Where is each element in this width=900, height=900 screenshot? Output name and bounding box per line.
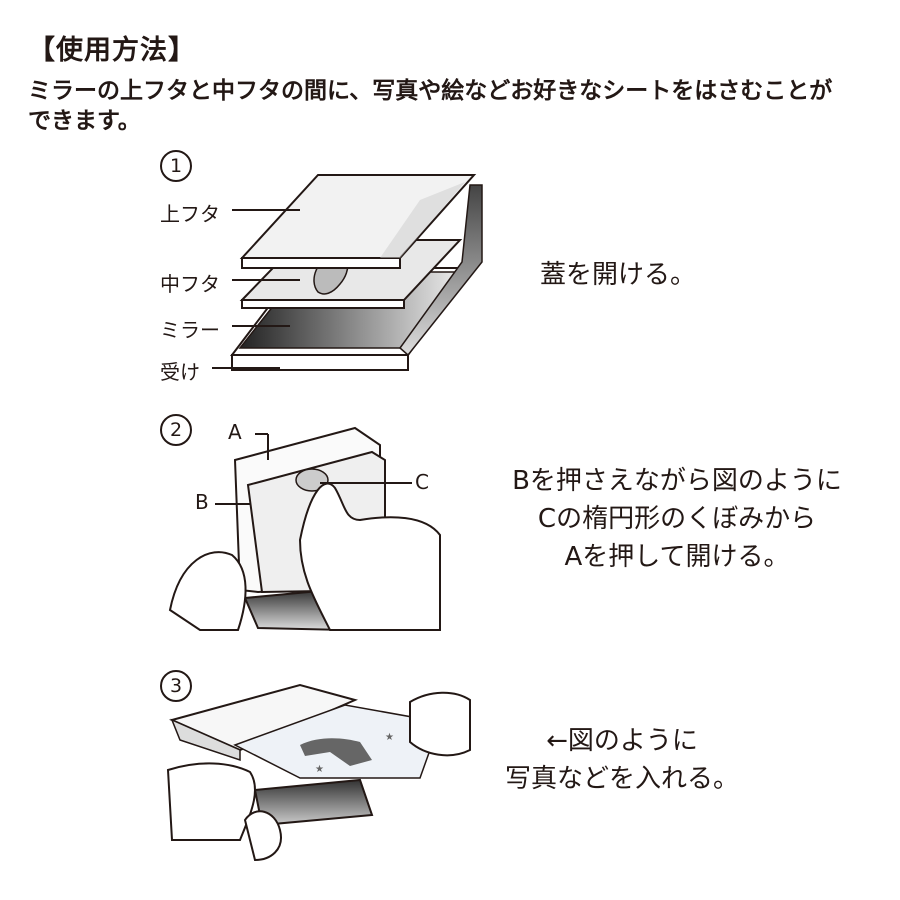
step-3-line-1: ←図のように bbox=[546, 726, 698, 756]
bottom-hand-3 bbox=[243, 810, 282, 862]
label-a: A bbox=[228, 420, 242, 444]
intro-text: ミラーの上フタと中フタの間に、写真や絵などお好きなシートをはさむことが できます… bbox=[28, 76, 878, 136]
middle-lid-edge bbox=[241, 299, 405, 309]
left-hand-3 bbox=[166, 762, 256, 841]
middle-lid bbox=[239, 239, 463, 301]
top-lid-3 bbox=[169, 683, 359, 752]
middle-lid-b bbox=[246, 450, 386, 594]
step-3-description: ←図のように 写真などを入れる。 bbox=[505, 722, 739, 798]
intro-line-2: できます。 bbox=[28, 108, 141, 134]
hinge-side bbox=[398, 184, 483, 357]
base-tray bbox=[229, 267, 472, 356]
step-2-line-1: Bを押さえながら図のように bbox=[512, 466, 842, 496]
label-mirror: ミラー bbox=[160, 318, 220, 342]
step-1-description: 蓋を開ける。 bbox=[540, 260, 697, 290]
step-2-line-2: Cの楕円形のくぼみから bbox=[537, 504, 817, 534]
right-hand bbox=[298, 482, 441, 631]
step-1-number: 1 bbox=[160, 150, 192, 182]
step-2-description: Bを押さえながら図のように Cの楕円形のくぼみから Aを押して開ける。 bbox=[462, 462, 892, 576]
label-base: 受け bbox=[160, 360, 200, 384]
finger-recess bbox=[313, 253, 349, 295]
top-lid-edge bbox=[241, 257, 401, 269]
photo-sheet bbox=[233, 704, 442, 779]
left-hand bbox=[168, 551, 247, 631]
top-lid bbox=[239, 174, 477, 259]
label-b: B bbox=[195, 490, 209, 514]
right-hand-3 bbox=[409, 691, 471, 757]
step-3-number: 3 bbox=[160, 670, 192, 702]
lid-a bbox=[233, 426, 381, 594]
top-lid-shade bbox=[380, 182, 465, 258]
step-2-line-3: Aを押して開ける。 bbox=[564, 542, 790, 572]
mirror-tray-3 bbox=[253, 778, 374, 827]
mirror-tray bbox=[243, 588, 347, 632]
intro-line-1: ミラーの上フタと中フタの間に、写真や絵などお好きなシートをはさむことが bbox=[28, 78, 833, 104]
svg-text:★: ★ bbox=[315, 764, 324, 775]
photo-figure bbox=[300, 738, 372, 766]
oval-recess-c bbox=[295, 468, 329, 492]
base-front bbox=[231, 354, 409, 371]
svg-text:★: ★ bbox=[385, 732, 394, 743]
mirror-plate bbox=[238, 271, 464, 349]
label-middle-lid: 中フタ bbox=[160, 272, 220, 296]
lid-side-3 bbox=[170, 718, 241, 762]
step-3-line-2: 写真などを入れる。 bbox=[505, 764, 740, 794]
step-2-number: 2 bbox=[160, 414, 192, 446]
label-c: C bbox=[415, 470, 429, 494]
label-top-lid: 上フタ bbox=[160, 202, 220, 226]
page-title: 【使用方法】 bbox=[28, 35, 196, 66]
